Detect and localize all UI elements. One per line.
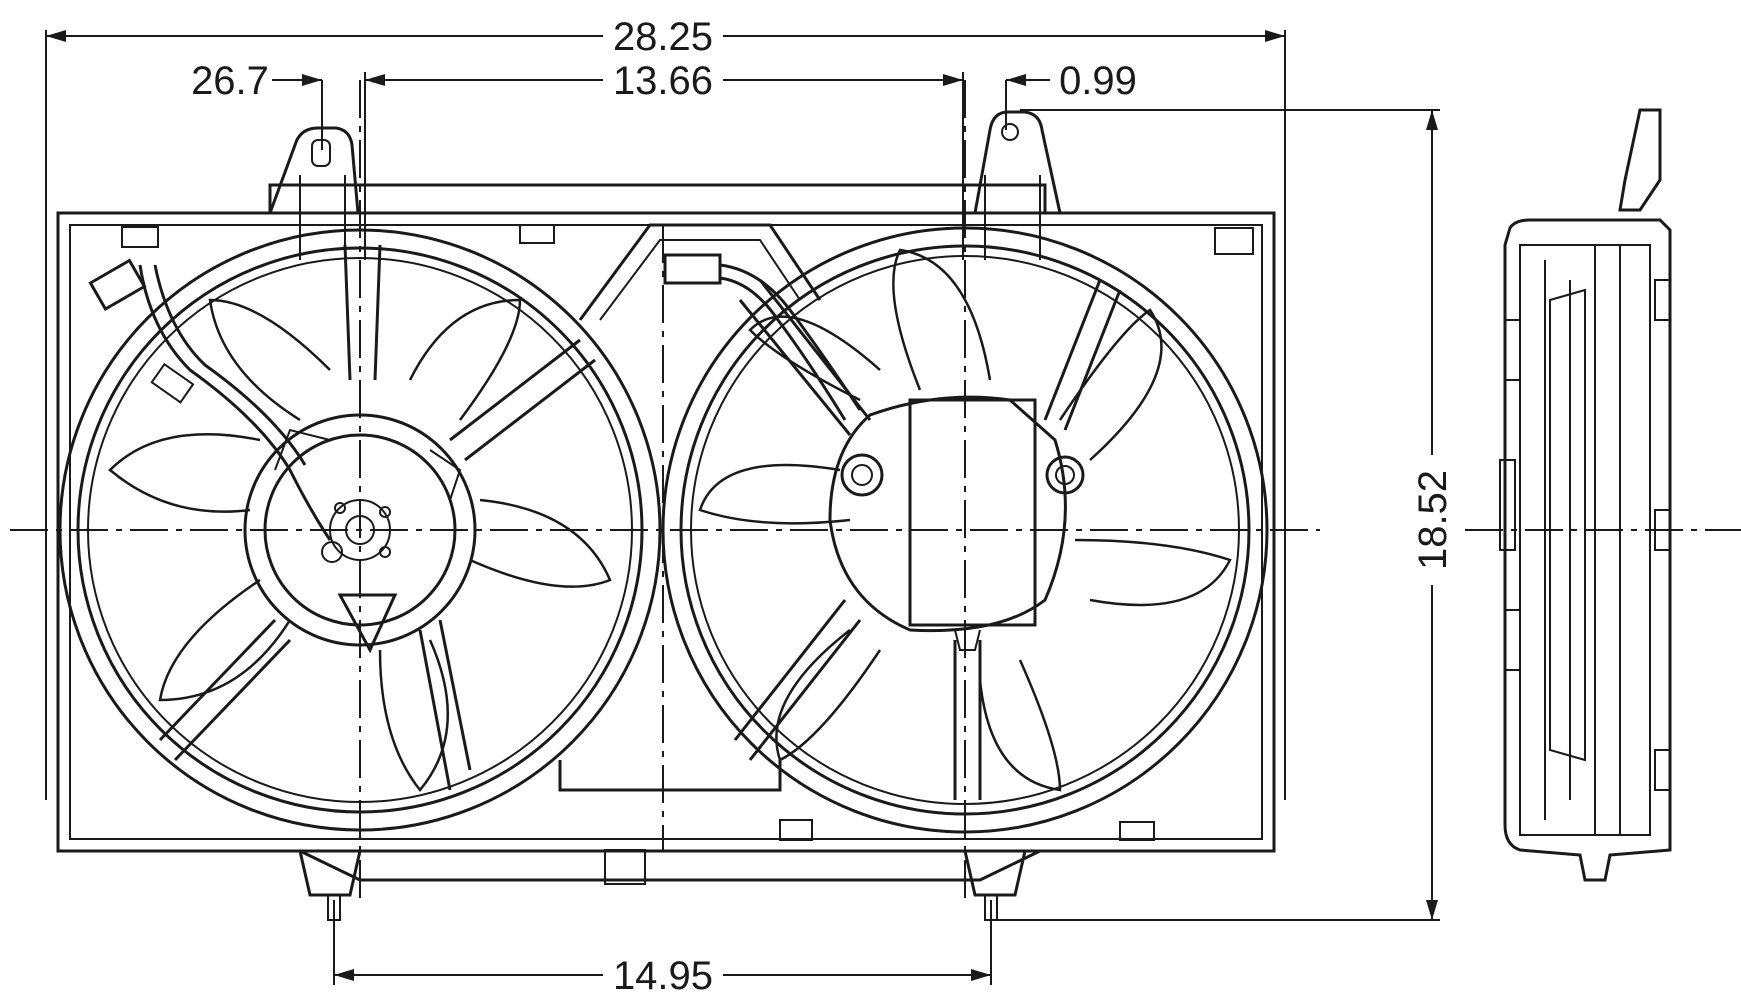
dim-label-mount-span-bottom: 14.95 xyxy=(613,954,713,998)
front-view xyxy=(10,80,1320,921)
dim-mount-span-bottom: 14.95 xyxy=(333,900,992,998)
dim-label-left-offset: 26.7 xyxy=(191,59,269,103)
dim-overall-height: 18.52 xyxy=(990,109,1455,921)
dim-label-mount-span-top: 13.66 xyxy=(613,59,713,103)
right-motor xyxy=(828,395,1085,651)
dimensions: 28.25 26.7 13.66 0.99 xyxy=(45,14,1455,998)
shroud xyxy=(56,183,1276,885)
left-fan-blades xyxy=(108,298,612,792)
dim-right-offset: 0.99 xyxy=(1005,59,1137,130)
left-fan-spokes xyxy=(158,244,596,791)
center-lines xyxy=(10,80,1320,900)
side-view xyxy=(1465,108,1741,882)
dim-overall-width: 28.25 xyxy=(45,14,1286,800)
dim-left-offset: 26.7 xyxy=(191,59,323,150)
dim-label-right-offset: 0.99 xyxy=(1059,59,1137,103)
bottom-left-mount-tab xyxy=(298,850,362,921)
right-fan-blades xyxy=(698,248,1232,792)
left-wire-harness xyxy=(88,258,343,563)
dim-mount-span-top: 13.66 xyxy=(364,58,964,260)
dim-label-overall-height: 18.52 xyxy=(1411,470,1455,570)
dim-label-overall-width: 28.25 xyxy=(613,15,713,59)
right-wire-harness xyxy=(663,253,862,421)
